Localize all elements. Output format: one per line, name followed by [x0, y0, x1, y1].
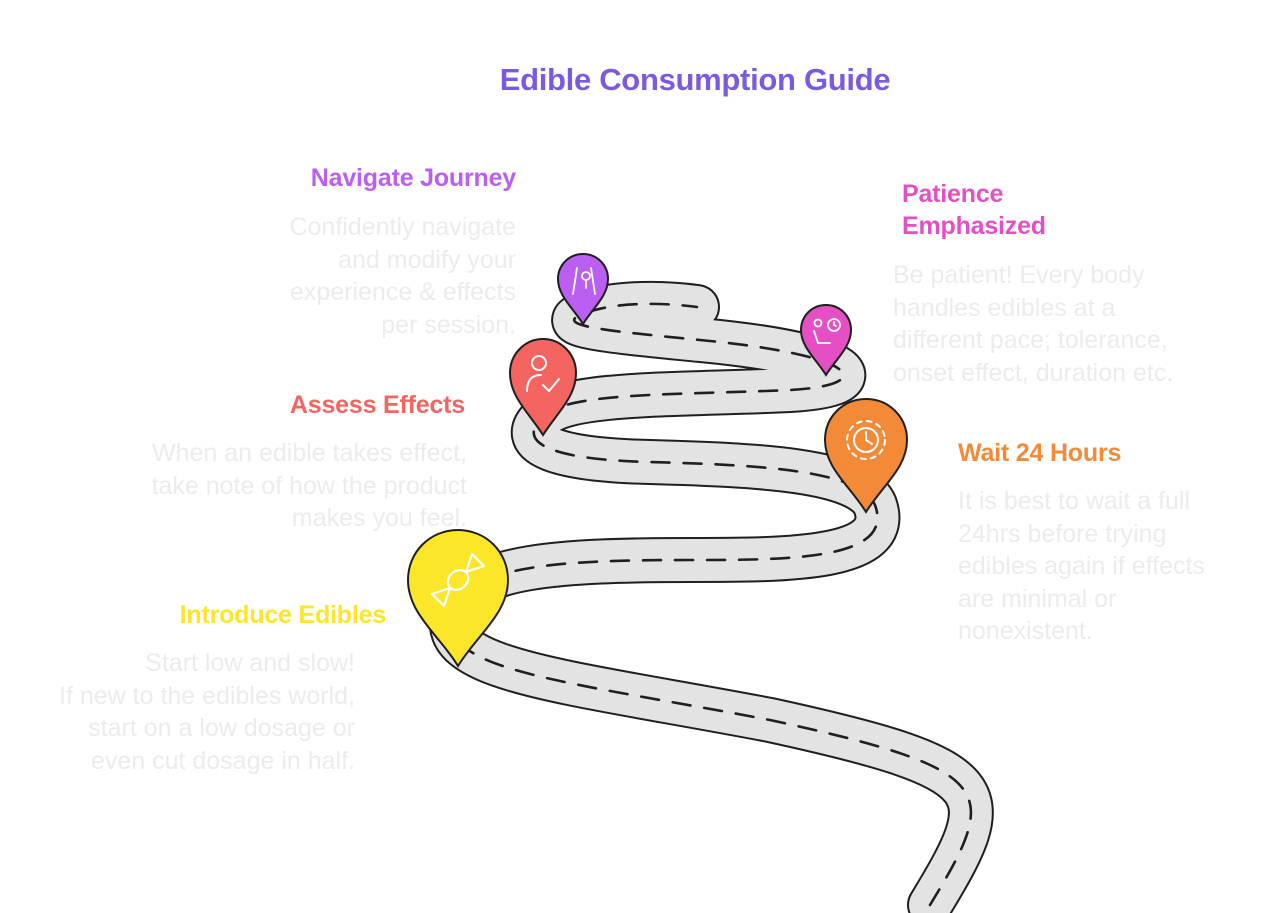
description-line: Be patient! Every body: [893, 261, 1145, 289]
title-line: Emphasized: [902, 212, 1046, 240]
step-title-patience-emphasized: Patience Emphasized: [902, 178, 1242, 242]
description-line: nonexistent.: [958, 617, 1093, 645]
description-line: take note of how the product: [151, 471, 468, 500]
description-line: It is best to wait a full: [958, 487, 1191, 515]
description-line: experience & effects: [289, 278, 516, 306]
description-line: makes you feel.: [291, 504, 467, 532]
description-line: and modify your: [338, 245, 516, 274]
description-line: edibles again if effects: [958, 552, 1205, 580]
person-check-icon: [526, 355, 560, 393]
step-description-assess-effects: When an edible takes effect, take note o…: [60, 437, 468, 535]
timer-icon: [846, 420, 886, 460]
step-description-wait-24-hours: It is best to wait a full 24hrs before t…: [958, 485, 1258, 648]
description-line: Start low and slow!: [145, 649, 355, 677]
description-line: onset effect, duration etc.: [893, 358, 1174, 387]
description-line: even cut dosage in half.: [90, 746, 355, 775]
page-title: Edible Consumption Guide: [499, 62, 891, 97]
description-line: start on a low dosage or: [88, 714, 355, 742]
pin-assess-effects: [508, 337, 578, 437]
step-title-navigate-journey: Navigate Journey: [310, 164, 516, 192]
pin-wait-24-hours: [823, 397, 909, 514]
seated-clock-icon: [813, 318, 841, 344]
step-description-patience-emphasized: Be patient! Every body handles edibles a…: [893, 259, 1253, 389]
description-line: per session.: [381, 310, 516, 339]
step-title-wait-24-hours: Wait 24 Hours: [958, 439, 1122, 467]
description-line: 24hrs before trying: [958, 519, 1167, 548]
step-title-introduce-edibles: Introduce Edibles: [179, 601, 387, 629]
step-title-assess-effects: Assess Effects: [289, 391, 465, 419]
description-line: Confidently navigate: [289, 213, 516, 241]
pin-patience-emphasized: [799, 303, 853, 377]
description-line: handles edibles at a: [893, 293, 1116, 322]
description-line: different pace; tolerance,: [893, 326, 1168, 354]
title-line: Patience: [902, 180, 1004, 208]
route-pin-icon: [572, 267, 596, 295]
step-description-introduce-edibles: Start low and slow! If new to the edible…: [10, 647, 355, 777]
description-line: are minimal or: [958, 584, 1117, 613]
road: [429, 280, 994, 913]
step-description-navigate-journey: Confidently navigate and modify your exp…: [180, 211, 516, 341]
pin-introduce-edibles: [406, 528, 510, 668]
description-line: If new to the edibles world,: [59, 681, 355, 710]
candy-icon: [430, 552, 486, 608]
pin-navigate-journey: [556, 252, 610, 326]
description-line: When an edible takes effect,: [151, 439, 467, 467]
